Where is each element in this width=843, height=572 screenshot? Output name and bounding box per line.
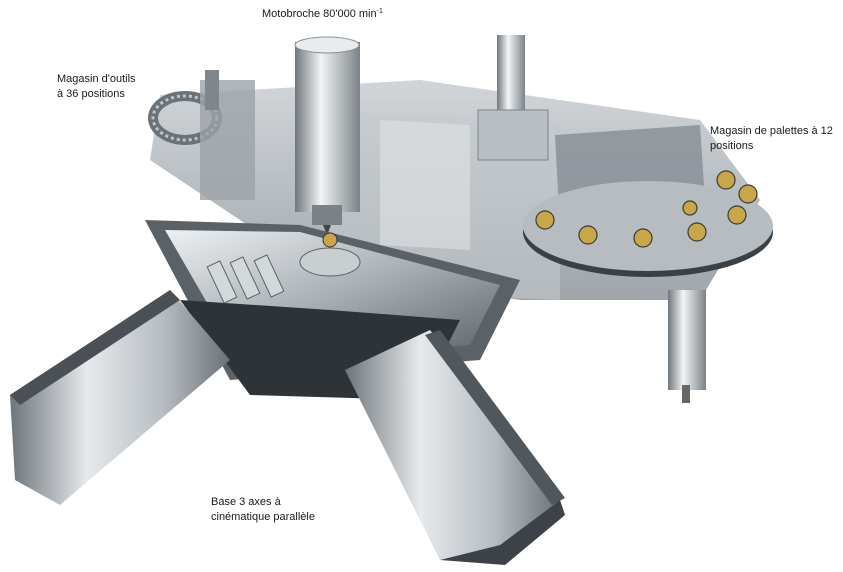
spindle-label-text: Motobroche 80'000 min [262,8,377,20]
spindle-label: Motobroche 80'000 min-1 [262,4,383,22]
base-label-line2: cinématique parallèle [211,511,315,523]
rear-column [477,35,549,161]
tool-magazine-label: Magasin d'outils à 36 positions [57,72,136,102]
tool-magazine-label-line1: Magasin d'outils [57,73,136,85]
tool-magazine [148,70,255,200]
pallet-magazine-label-line1: Magasin de palettes à 12 [710,125,833,137]
tool-magazine-label-line2: à 36 positions [57,88,125,100]
pallet-magazine [523,125,773,403]
base-hopper [145,220,520,400]
pallet-magazine-label-line2: positions [710,140,754,152]
spindle-label-unit-exponent: -1 [376,8,383,15]
base-label-line1: Base 3 axes à [211,496,281,508]
pallet-magazine-label: Magasin de palettes à 12 positions [710,124,833,154]
parallel-arm-front [345,330,565,565]
spindle [294,36,360,235]
base-label: Base 3 axes à cinématique parallèle [211,495,315,525]
parallel-arm-left [10,290,230,505]
